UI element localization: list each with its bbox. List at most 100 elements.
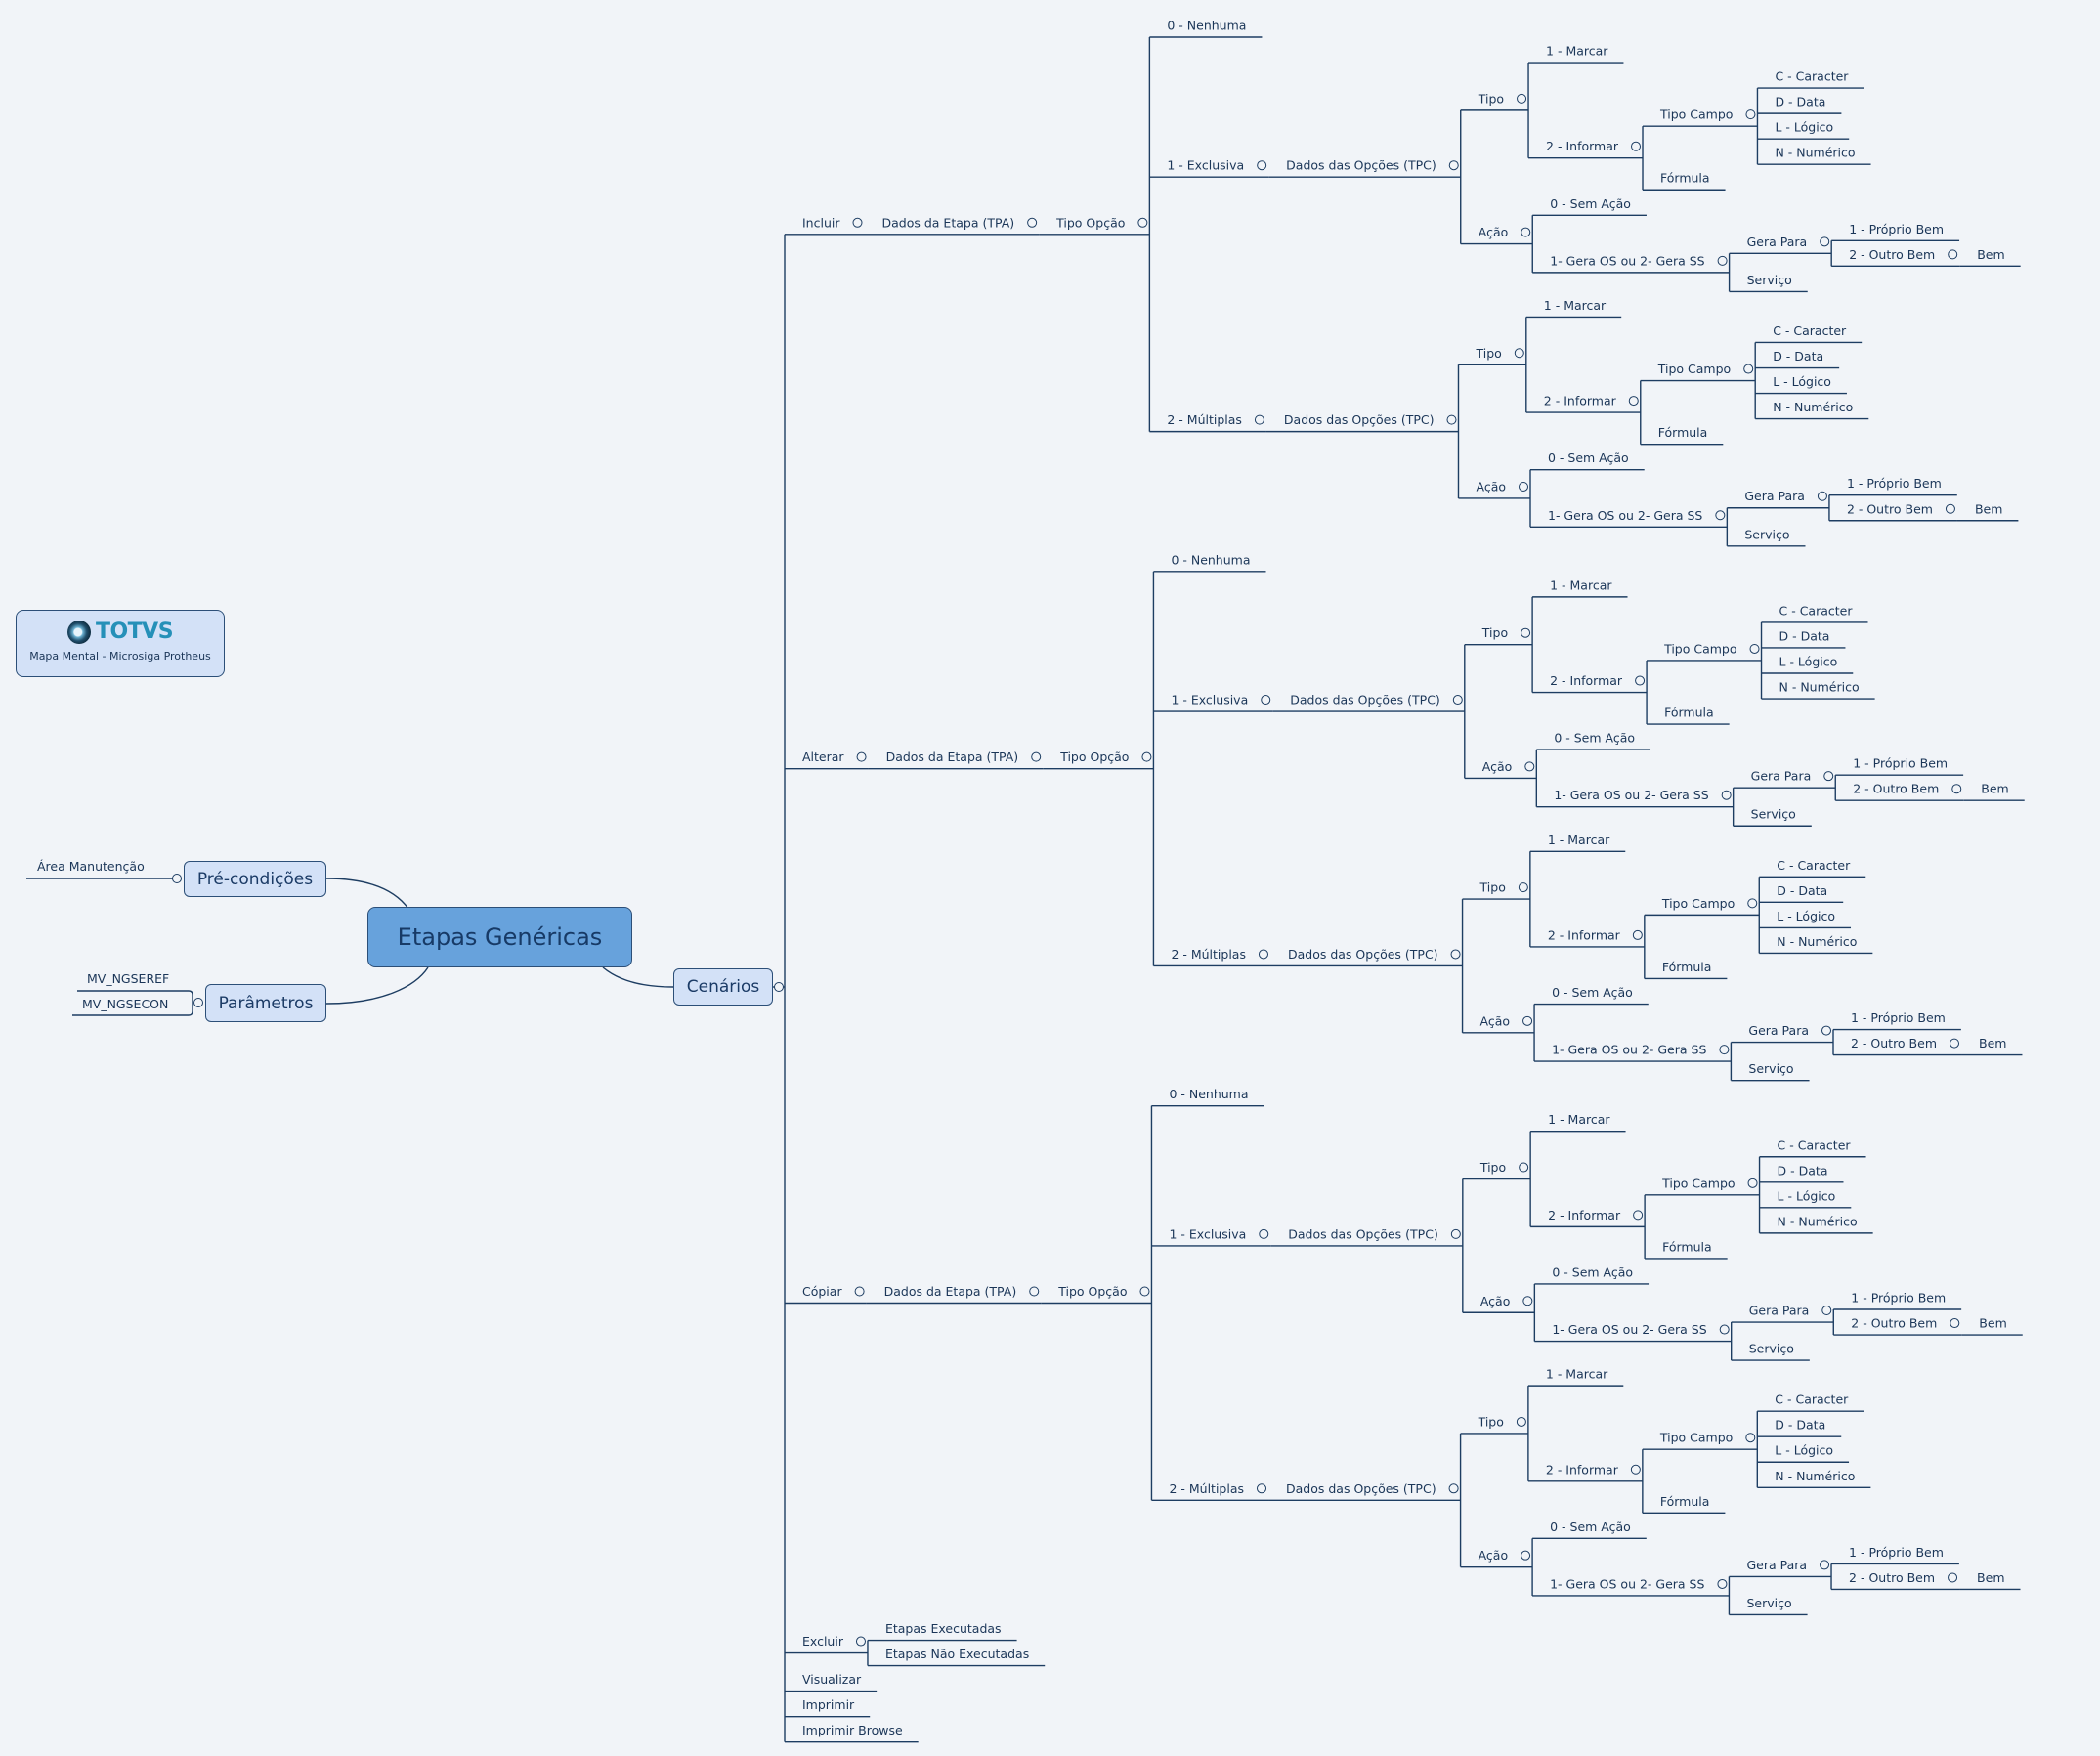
topic-2-outro-bem[interactable]: 2 - Outro Bem <box>1847 501 1933 516</box>
topic-d-data[interactable]: D - Data <box>1775 1418 1825 1433</box>
collapse-toggle-icon[interactable] <box>1628 396 1639 407</box>
topic-0-nenhuma[interactable]: 0 - Nenhuma <box>1167 19 1246 33</box>
topic-n-numerico[interactable]: N - Numérico <box>1775 146 1855 160</box>
topic-pre-condicoes[interactable]: Pré-condições <box>184 861 326 897</box>
topic-servico[interactable]: Serviço <box>1748 1061 1793 1076</box>
topic-tipo-opcao[interactable]: Tipo Opção <box>1059 750 1129 764</box>
collapse-toggle-icon[interactable] <box>1823 771 1834 782</box>
topic-2-informar[interactable]: 2 - Informar <box>1546 1462 1619 1477</box>
topic-2-informar[interactable]: 2 - Informar <box>1544 394 1617 408</box>
topic-tipo-campo[interactable]: Tipo Campo <box>1657 362 1731 376</box>
topic-n-numerico[interactable]: N - Numérico <box>1777 934 1857 949</box>
collapse-toggle-icon[interactable] <box>854 1286 865 1297</box>
topic-1-proprio-bem[interactable]: 1 - Próprio Bem <box>1851 1010 1946 1025</box>
collapse-toggle-icon[interactable] <box>1820 236 1830 247</box>
collapse-toggle-icon[interactable] <box>193 998 203 1007</box>
collapse-toggle-icon[interactable] <box>1950 1038 1960 1049</box>
collapse-toggle-icon[interactable] <box>1524 761 1535 772</box>
collapse-toggle-icon[interactable] <box>1031 751 1042 762</box>
topic-gera-para[interactable]: Gera Para <box>1751 769 1812 784</box>
topic-2-multiplas[interactable]: 2 - Múltiplas <box>1167 412 1242 427</box>
topic-cenarios[interactable]: Cenários <box>673 968 773 1006</box>
collapse-toggle-icon[interactable] <box>855 1636 866 1647</box>
topic-tipo-campo[interactable]: Tipo Campo <box>1659 107 1733 122</box>
collapse-toggle-icon[interactable] <box>1254 414 1264 425</box>
topic-mv-ngsecon[interactable]: MV_NGSECON <box>82 997 169 1011</box>
collapse-toggle-icon[interactable] <box>1745 1433 1756 1443</box>
collapse-toggle-icon[interactable] <box>1450 949 1461 960</box>
topic-d-data[interactable]: D - Data <box>1779 628 1830 643</box>
topic-tipo[interactable]: Tipo <box>1481 625 1508 640</box>
topic-tipo[interactable]: Tipo <box>1475 346 1501 361</box>
topic-2-multiplas[interactable]: 2 - Múltiplas <box>1169 1481 1244 1496</box>
collapse-toggle-icon[interactable] <box>1749 643 1760 654</box>
topic-gera-para[interactable]: Gera Para <box>1749 1304 1810 1318</box>
topic-n-numerico[interactable]: N - Numérico <box>1779 680 1860 695</box>
topic-bem[interactable]: Bem <box>1977 1570 2004 1585</box>
collapse-toggle-icon[interactable] <box>1820 1560 1830 1570</box>
topic-1-marcar[interactable]: 1 - Marcar <box>1550 578 1612 592</box>
collapse-toggle-icon[interactable] <box>1633 1210 1644 1221</box>
topic-acao[interactable]: Ação <box>1479 225 1509 239</box>
topic-1-proprio-bem[interactable]: 1 - Próprio Bem <box>1849 1545 1944 1560</box>
collapse-toggle-icon[interactable] <box>1945 503 1955 514</box>
topic-2-multiplas[interactable]: 2 - Múltiplas <box>1171 947 1246 962</box>
collapse-toggle-icon[interactable] <box>1518 882 1528 893</box>
topic-2-outro-bem[interactable]: 2 - Outro Bem <box>1851 1036 1937 1050</box>
topic-2-outro-bem[interactable]: 2 - Outro Bem <box>1849 1570 1935 1585</box>
topic-imprimir-browse[interactable]: Imprimir Browse <box>802 1723 903 1737</box>
collapse-toggle-icon[interactable] <box>1259 1228 1269 1239</box>
collapse-toggle-icon[interactable] <box>1258 949 1268 960</box>
collapse-toggle-icon[interactable] <box>1514 348 1524 359</box>
topic-1-gera-os-ou-2-gera-ss[interactable]: 1- Gera OS ou 2- Gera SS <box>1548 508 1702 523</box>
topic-l-logico[interactable]: L - Lógico <box>1779 655 1838 669</box>
topic-alterar[interactable]: Alterar <box>802 750 844 764</box>
topic-formula[interactable]: Fórmula <box>1662 960 1712 974</box>
topic-dados-da-etapa-tpa[interactable]: Dados da Etapa (TPA) <box>886 750 1019 764</box>
topic-1-gera-os-ou-2-gera-ss[interactable]: 1- Gera OS ou 2- Gera SS <box>1550 253 1704 268</box>
collapse-toggle-icon[interactable] <box>1821 1306 1832 1316</box>
collapse-toggle-icon[interactable] <box>1517 93 1527 104</box>
topic-dados-das-opcoes-tpc[interactable]: Dados das Opções (TPC) <box>1288 947 1438 962</box>
collapse-toggle-icon[interactable] <box>1747 898 1758 909</box>
topic-l-logico[interactable]: L - Lógico <box>1775 120 1833 135</box>
topic-dados-das-opcoes-tpc[interactable]: Dados das Opções (TPC) <box>1284 412 1435 427</box>
collapse-toggle-icon[interactable] <box>1519 481 1528 492</box>
topic-formula[interactable]: Fórmula <box>1658 425 1708 440</box>
topic-1-marcar[interactable]: 1 - Marcar <box>1546 1367 1608 1382</box>
topic-dados-das-opcoes-tpc[interactable]: Dados das Opções (TPC) <box>1286 158 1436 173</box>
topic-incluir[interactable]: Incluir <box>802 215 840 230</box>
topic-2-informar[interactable]: 2 - Informar <box>1546 139 1619 153</box>
topic-acao[interactable]: Ação <box>1480 1294 1511 1308</box>
collapse-toggle-icon[interactable] <box>1743 364 1754 374</box>
collapse-toggle-icon[interactable] <box>1950 1318 1960 1329</box>
collapse-toggle-icon[interactable] <box>1521 1550 1531 1561</box>
collapse-toggle-icon[interactable] <box>1027 217 1038 228</box>
topic-dados-das-opcoes-tpc[interactable]: Dados das Opções (TPC) <box>1290 693 1440 707</box>
topic-bem[interactable]: Bem <box>1975 501 2002 516</box>
topic-c-caracter[interactable]: C - Caracter <box>1775 69 1849 84</box>
collapse-toggle-icon[interactable] <box>1951 784 1962 794</box>
topic-formula[interactable]: Fórmula <box>1662 1239 1712 1254</box>
topic-tipo[interactable]: Tipo <box>1478 91 1504 106</box>
topic-acao[interactable]: Ação <box>1480 1013 1511 1028</box>
topic-1-gera-os-ou-2-gera-ss[interactable]: 1- Gera OS ou 2- Gera SS <box>1554 788 1708 802</box>
topic-n-numerico[interactable]: N - Numérico <box>1778 1214 1858 1228</box>
topic-1-marcar[interactable]: 1 - Marcar <box>1548 833 1610 847</box>
topic-c-caracter[interactable]: C - Caracter <box>1777 858 1851 873</box>
topic-bem[interactable]: Bem <box>1977 247 2004 262</box>
topic-0-sem-acao[interactable]: 0 - Sem Ação <box>1550 196 1631 211</box>
topic-1-exclusiva[interactable]: 1 - Exclusiva <box>1169 1226 1246 1241</box>
topic-d-data[interactable]: D - Data <box>1778 1163 1828 1178</box>
topic-etapas-executadas[interactable]: Etapas Executadas <box>885 1621 1002 1636</box>
topic-0-nenhuma[interactable]: 0 - Nenhuma <box>1171 552 1250 567</box>
topic-1-proprio-bem[interactable]: 1 - Próprio Bem <box>1853 756 1948 771</box>
collapse-toggle-icon[interactable] <box>1519 1162 1529 1173</box>
topic-1-marcar[interactable]: 1 - Marcar <box>1546 44 1608 59</box>
topic-1-marcar[interactable]: 1 - Marcar <box>1544 298 1607 313</box>
topic-acao[interactable]: Ação <box>1479 1548 1509 1563</box>
topic-l-logico[interactable]: L - Lógico <box>1773 374 1831 389</box>
topic-0-nenhuma[interactable]: 0 - Nenhuma <box>1169 1087 1248 1101</box>
topic-tipo-opcao[interactable]: Tipo Opção <box>1057 1284 1127 1299</box>
topic-tipo-campo[interactable]: Tipo Campo <box>1661 1176 1735 1190</box>
